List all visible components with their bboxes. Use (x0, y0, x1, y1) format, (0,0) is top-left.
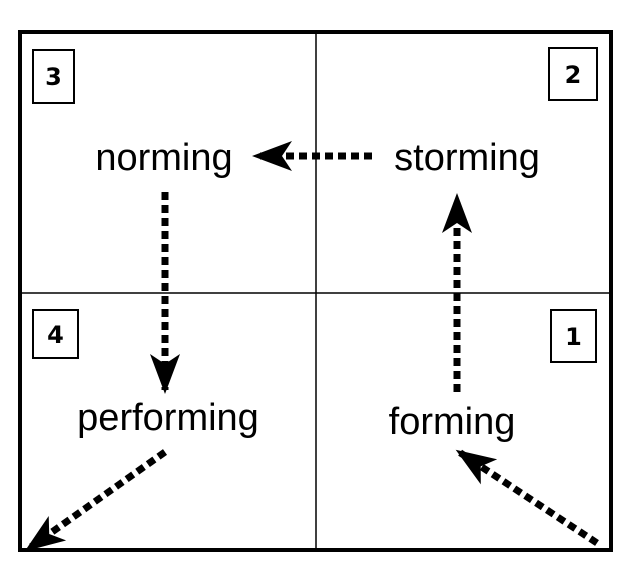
number-box-1: 1 (550, 309, 597, 363)
number-4-label: 4 (47, 321, 64, 349)
stage-label-storming: storming (394, 137, 540, 179)
number-box-4: 4 (32, 309, 79, 359)
number-2-label: 2 (565, 61, 582, 89)
arrow-performing-exit (24, 449, 168, 552)
number-box-3: 3 (32, 49, 75, 104)
number-1-label: 1 (565, 323, 582, 351)
stage-label-norming: norming (95, 137, 232, 179)
number-box-1-frame (550, 309, 597, 363)
stage-label-performing: performing (77, 397, 259, 439)
number-3-label: 3 (45, 63, 62, 91)
arrow-entry-to-forming (455, 449, 599, 546)
number-box-2-frame (548, 47, 598, 101)
stage-label-forming: forming (389, 401, 516, 443)
number-box-4-frame (32, 309, 79, 359)
number-box-3-frame (32, 49, 75, 104)
number-box-2: 2 (548, 47, 598, 101)
